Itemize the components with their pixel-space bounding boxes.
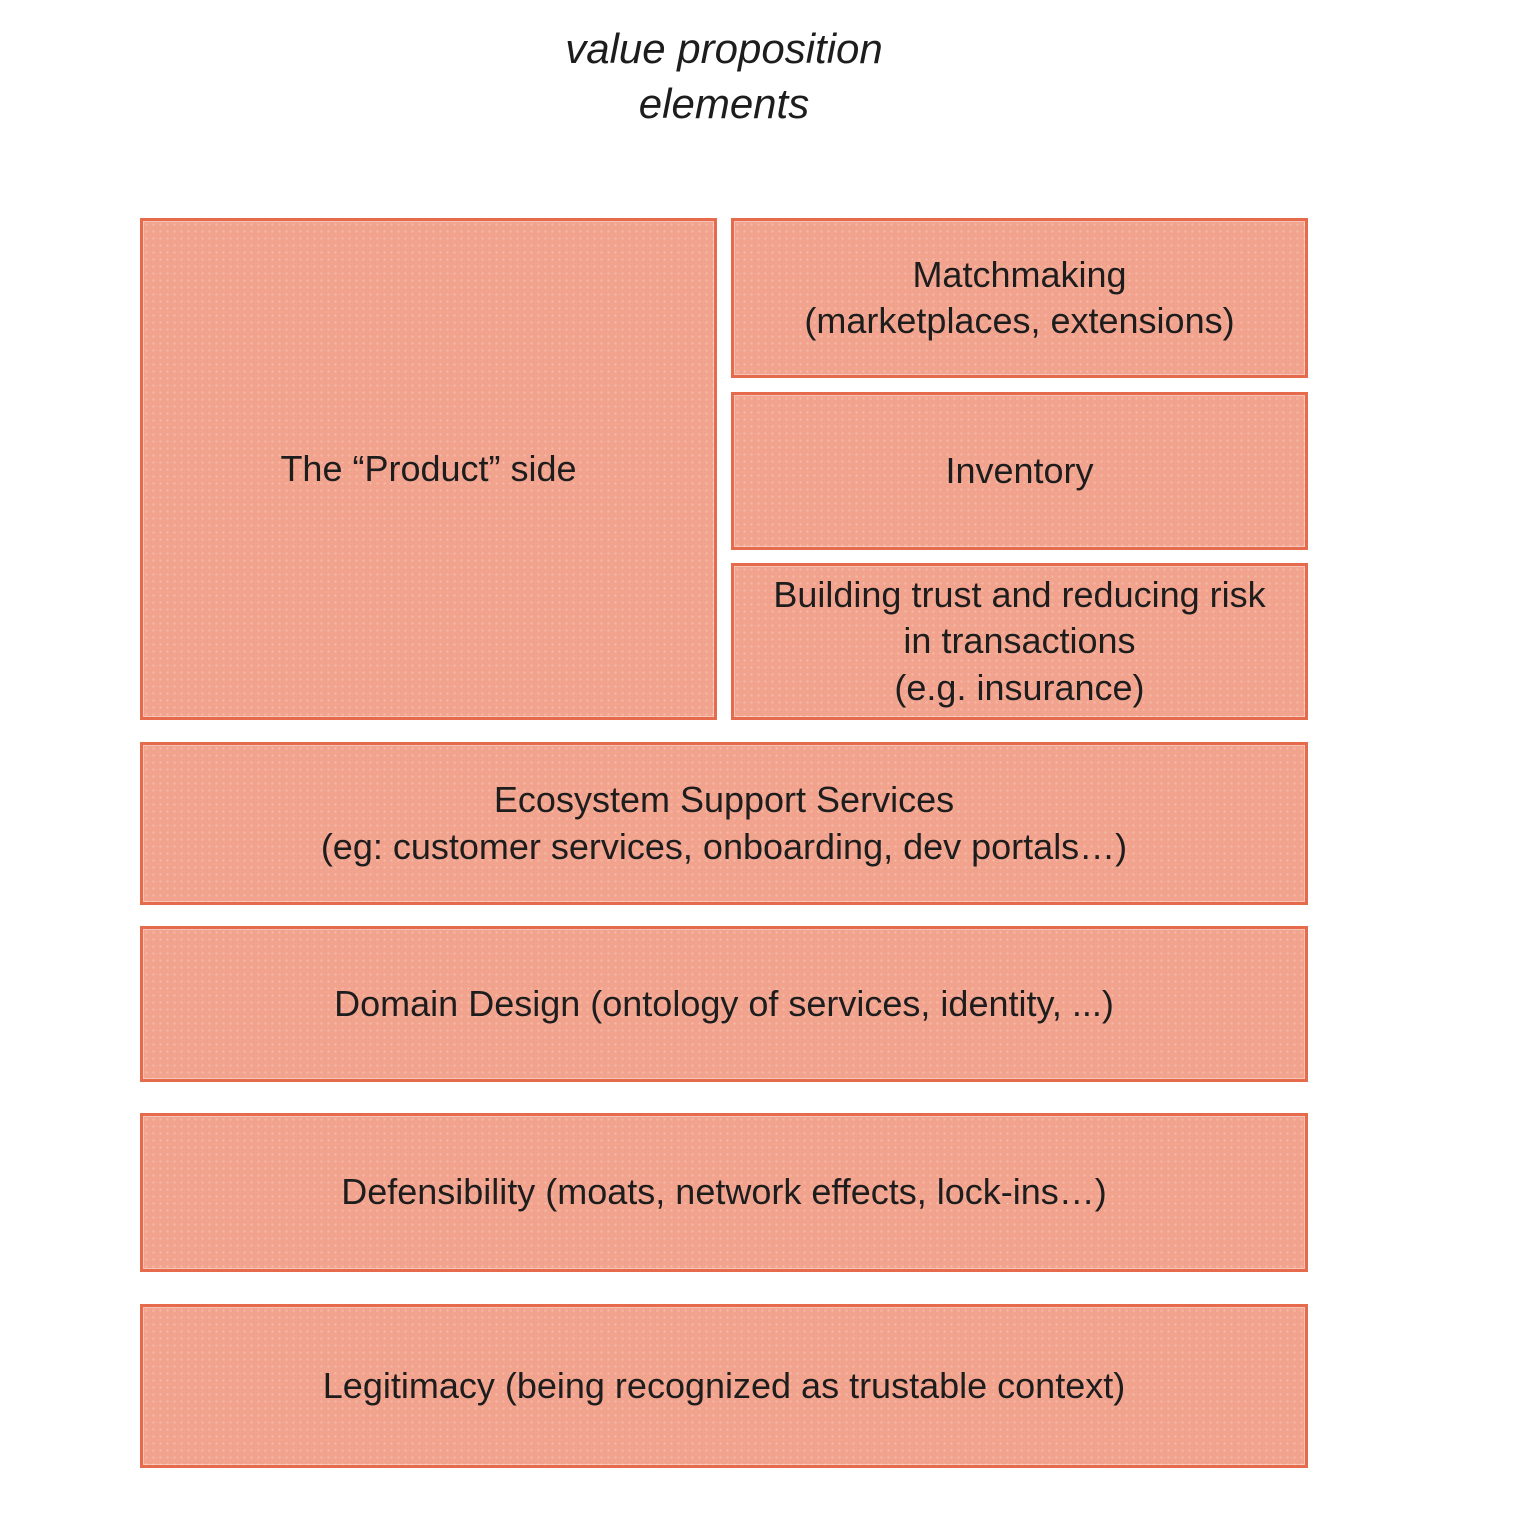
box-domain-design: Domain Design (ontology of services, ide… <box>140 926 1308 1082</box>
box-matchmaking: Matchmaking (marketplaces, extensions) <box>731 218 1308 378</box>
box-ecosystem-support-services: Ecosystem Support Services (eg: customer… <box>140 742 1308 905</box>
box-legitimacy-label: Legitimacy (being recognized as trustabl… <box>322 1364 1126 1406</box>
box-inventory: Inventory <box>731 392 1308 550</box>
box-building-trust-label: Building trust and reducing risk in tran… <box>773 574 1266 708</box>
box-matchmaking-label: Matchmaking (marketplaces, extensions) <box>804 253 1235 341</box>
box-ecosystem-support-services-label: Ecosystem Support Services (eg: customer… <box>320 779 1128 867</box>
box-building-trust: Building trust and reducing risk in tran… <box>731 563 1308 720</box>
box-legitimacy: Legitimacy (being recognized as trustabl… <box>140 1304 1308 1468</box>
diagram-title: value proposition elements <box>565 25 883 127</box>
box-product-side-label: The “Product” side <box>280 447 577 489</box>
box-defensibility-label: Defensibility (moats, network effects, l… <box>341 1171 1107 1213</box>
box-domain-design-label: Domain Design (ontology of services, ide… <box>334 982 1114 1024</box>
box-defensibility: Defensibility (moats, network effects, l… <box>140 1113 1308 1272</box>
box-inventory-label: Inventory <box>945 449 1094 491</box>
box-product-side: The “Product” side <box>140 218 717 720</box>
